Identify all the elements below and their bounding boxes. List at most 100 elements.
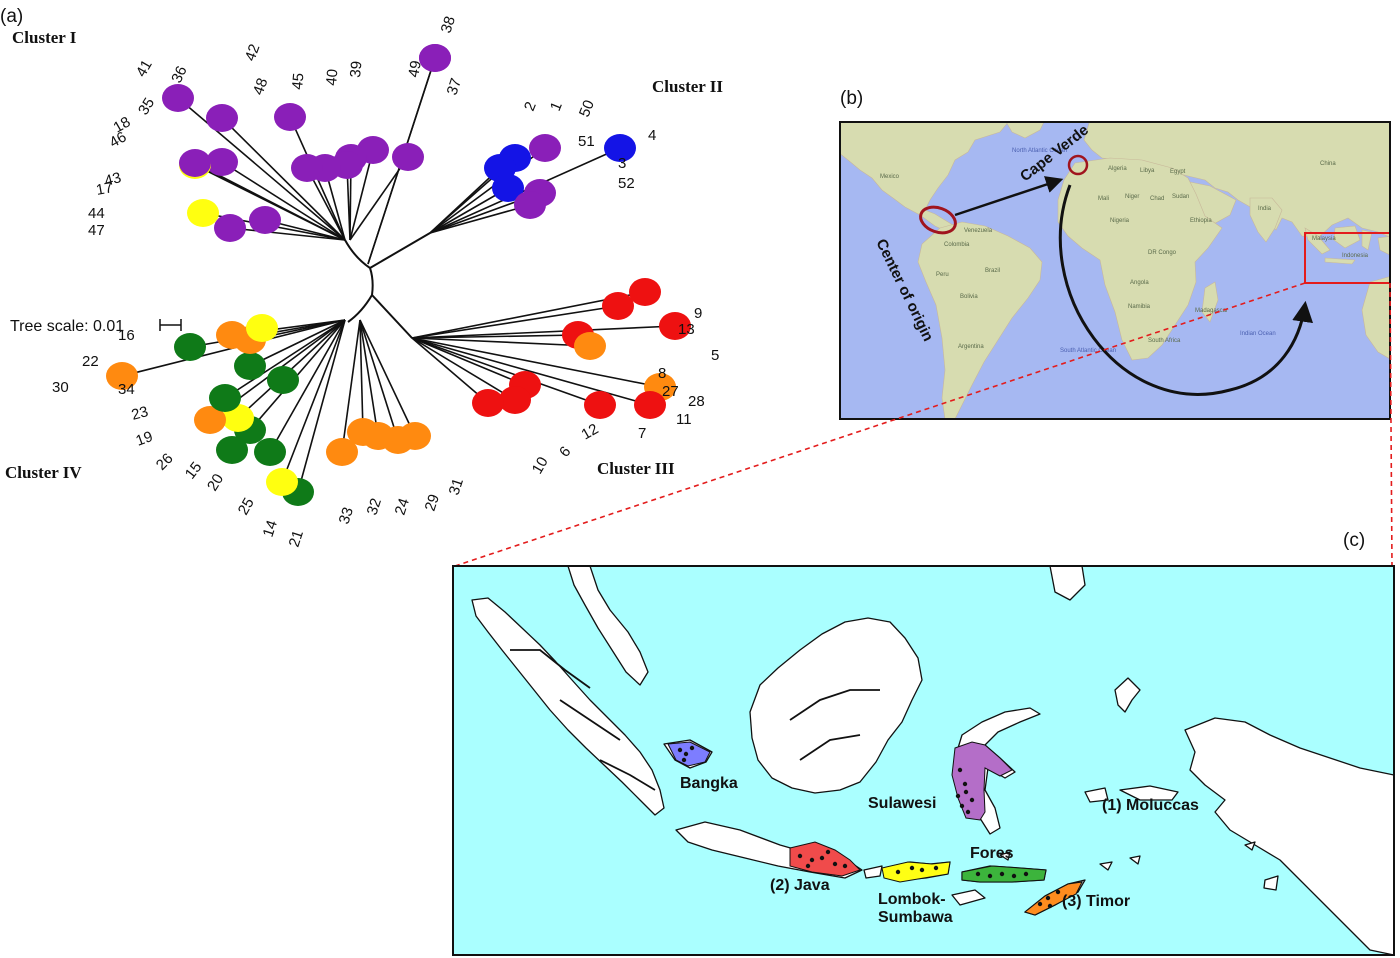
svg-text:Sudan: Sudan (1172, 194, 1189, 200)
tree-leaf-label-45: 45 (289, 72, 307, 90)
tree-leaf-label-39: 39 (347, 60, 365, 78)
sample-point (1037, 901, 1043, 907)
svg-text:Bolivia: Bolivia (960, 294, 978, 300)
sumatra-world (1304, 227, 1331, 255)
tree-leaf-label-50: 50 (576, 98, 598, 120)
sample-point (797, 853, 803, 859)
tree-branch-14 (281, 319, 346, 483)
sample-point (1055, 889, 1061, 895)
small-island-4 (1244, 841, 1256, 851)
tree-node-extra-2 (216, 436, 248, 464)
borneo (749, 617, 923, 794)
tree-leaf-label-34: 34 (118, 381, 135, 398)
sample-point (895, 869, 901, 875)
svg-text:DR Congo: DR Congo (1148, 250, 1177, 256)
svg-text:Mexico: Mexico (880, 174, 900, 180)
arrow-origin-to-cape-verde (954, 176, 1064, 217)
sample-point (832, 861, 838, 867)
tree-leaf-label-35: 35 (135, 95, 158, 118)
svg-text:South Africa: South Africa (1148, 338, 1181, 344)
indonesia-map-frame (452, 565, 1395, 956)
tree-leaf-label-48: 48 (250, 76, 272, 97)
seram (1119, 785, 1179, 801)
label-flores: Fores (970, 845, 1014, 862)
tree-branch-28 (411, 337, 661, 388)
label-timor: (3) Timor (1062, 893, 1130, 910)
label-sulawesi: Sulawesi (868, 795, 936, 812)
australia (1361, 276, 1390, 360)
tree-leaf-label-16: 16 (118, 327, 135, 344)
arrow-cape-verde-to-indonesia (1058, 184, 1314, 396)
tree-node-6 (499, 386, 531, 414)
world-map-frame (839, 121, 1391, 420)
tree-node-23 (234, 352, 266, 380)
svg-text:Indian Ocean: Indian Ocean (1240, 331, 1276, 337)
panel-label-b: (b) (840, 88, 863, 109)
sumatra (471, 597, 665, 816)
tree-leaf-label-42: 42 (242, 42, 264, 63)
small-island-3 (1129, 855, 1141, 865)
tree-leaf-label-2: 2 (521, 99, 540, 113)
svg-text:Egypt: Egypt (1170, 169, 1186, 175)
svg-text:North Atlantic Ocean: North Atlantic Ocean (1012, 148, 1067, 154)
sample-point (683, 751, 689, 757)
tree-node-16 (174, 333, 206, 361)
africa (1057, 157, 1223, 361)
label-lombok: Lombok- (878, 891, 946, 908)
tree-branch-13 (411, 305, 619, 339)
tree-leaf-label-29: 29 (422, 492, 443, 513)
tree-node-32 (347, 418, 379, 446)
tree-leaf-label-26: 26 (153, 450, 177, 474)
tree-leaf-label-27: 27 (662, 383, 679, 400)
madagascar (1201, 281, 1219, 323)
tree-branch-24 (359, 319, 379, 437)
tree-branch-29 (359, 319, 399, 441)
tree-node-extra-0 (246, 314, 278, 342)
tree-branch-18 (221, 161, 346, 241)
tree-leaf-label-6: 6 (556, 443, 574, 460)
tree-leaf-label-14: 14 (260, 518, 281, 539)
tree-leaf-label-10: 10 (529, 454, 552, 477)
sample-point (1023, 871, 1029, 877)
tree-leaf-label-51: 51 (578, 133, 595, 150)
tree-node-37 (419, 44, 451, 72)
label-java: (2) Java (770, 877, 830, 894)
tree-leaf-label-8: 8 (658, 365, 666, 382)
tree-node-44 (214, 214, 246, 242)
svg-text:Venezuela: Venezuela (964, 228, 993, 234)
svg-text:Angola: Angola (1130, 280, 1149, 286)
sample-point (963, 789, 969, 795)
tree-node-35 (162, 84, 194, 112)
tree-leaf-label-21: 21 (286, 528, 307, 549)
sample-point (842, 863, 848, 869)
svg-text:Ethiopia: Ethiopia (1190, 218, 1212, 224)
tree-branch-23 (249, 319, 346, 367)
sample-point (955, 793, 961, 799)
tree-branch-cluster3 (371, 294, 413, 339)
tree-leaf-label-33: 33 (336, 505, 357, 526)
sample-point (962, 781, 968, 787)
tree-leaf-label-3: 3 (618, 155, 626, 172)
small-island-2 (1099, 861, 1113, 871)
bali (863, 865, 883, 879)
south-america (917, 221, 1043, 419)
tree-node-43 (179, 149, 211, 177)
tree-node-11 (634, 391, 666, 419)
svg-text:Libya: Libya (1140, 168, 1155, 174)
svg-text:Algeria: Algeria (1108, 166, 1127, 172)
tree-branch-44 (229, 227, 346, 241)
tree-node-22 (106, 362, 138, 390)
svg-text:Indonesia: Indonesia (1342, 253, 1369, 259)
tree-leaf-label-11: 11 (676, 411, 692, 428)
cluster-label-4: Cluster IV (5, 463, 82, 482)
tree-leaf-label-52: 52 (618, 175, 635, 192)
tree-leaf-label-36: 36 (168, 63, 190, 85)
svg-text:Peru: Peru (936, 272, 949, 278)
tree-scale-bar (159, 319, 182, 331)
region-timor (1023, 881, 1083, 916)
svg-text:Colombia: Colombia (944, 242, 970, 248)
sample-point (1047, 903, 1053, 909)
sample-point (959, 803, 965, 809)
region-bangka (667, 741, 711, 767)
tree-leaf-label-46: 46 (107, 128, 130, 151)
